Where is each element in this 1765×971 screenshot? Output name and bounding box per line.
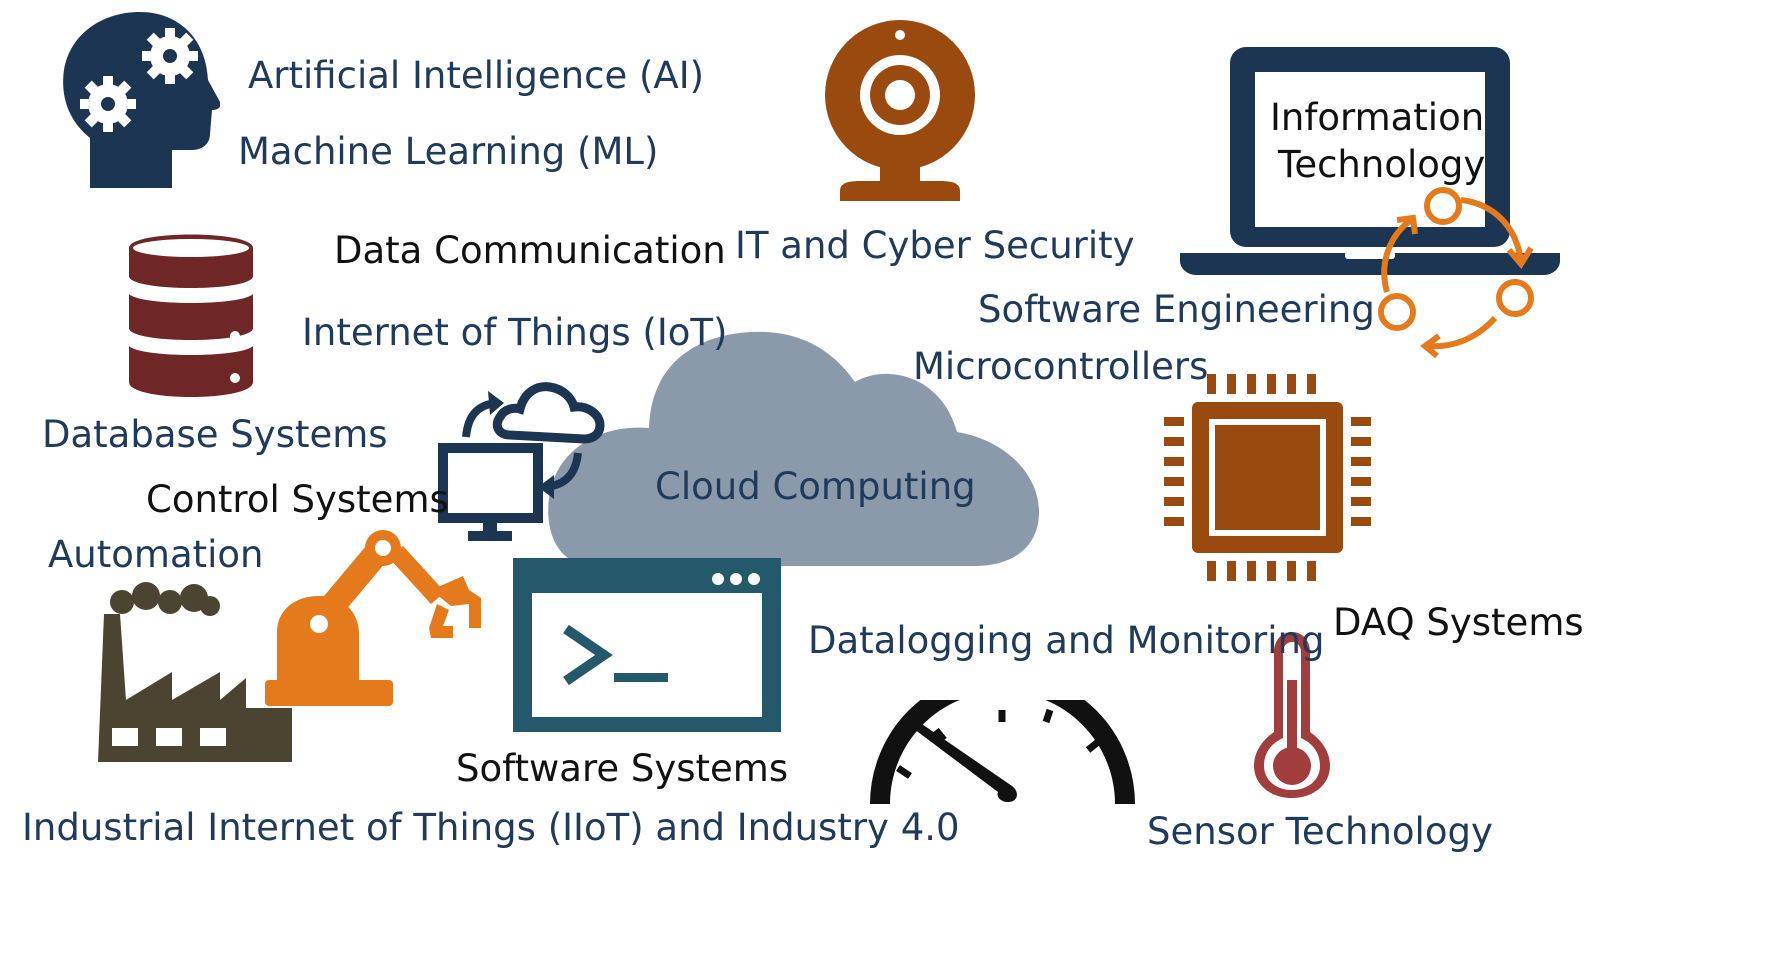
label-software-engineering: Software Engineering xyxy=(978,288,1375,331)
cloud-icon xyxy=(548,331,1039,566)
label-database-systems: Database Systems xyxy=(42,413,388,456)
label-cloud-computing: Cloud Computing xyxy=(655,465,976,508)
label-data-communication: Data Communication xyxy=(334,229,726,272)
label-datalogging-monitoring: Datalogging and Monitoring xyxy=(808,619,1325,662)
sync-cloud-monitor-icon xyxy=(438,382,605,541)
label-daq-systems: DAQ Systems xyxy=(1333,601,1584,644)
robot-arm-icon xyxy=(265,530,481,706)
database-icon xyxy=(129,234,253,397)
label-control-systems: Control Systems xyxy=(146,478,449,521)
label-information-technology-1: Information xyxy=(1270,96,1485,139)
label-microcontrollers: Microcontrollers xyxy=(913,345,1209,388)
microchip-icon xyxy=(1164,374,1371,581)
head-gears-icon xyxy=(63,12,220,188)
cycle-arrows-icon xyxy=(1378,187,1534,359)
terminal-window-icon xyxy=(513,558,781,732)
label-automation: Automation xyxy=(48,533,264,576)
thermometer-icon xyxy=(1254,632,1330,798)
label-software-systems: Software Systems xyxy=(456,747,789,790)
label-ai: Artificial Intelligence (AI) xyxy=(248,54,705,97)
label-it-cyber-security: IT and Cyber Security xyxy=(735,224,1135,267)
factory-icon xyxy=(98,582,292,762)
laptop-icon xyxy=(1180,47,1560,275)
label-information-technology-2: Technology xyxy=(1278,143,1486,186)
label-iiot-industry: Industrial Internet of Things (IIoT) and… xyxy=(22,806,960,849)
gauge-icon xyxy=(870,700,1135,805)
label-ml: Machine Learning (ML) xyxy=(238,130,659,173)
webcam-icon xyxy=(825,20,975,201)
label-iot: Internet of Things (IoT) xyxy=(302,311,728,354)
label-sensor-technology: Sensor Technology xyxy=(1147,810,1493,853)
